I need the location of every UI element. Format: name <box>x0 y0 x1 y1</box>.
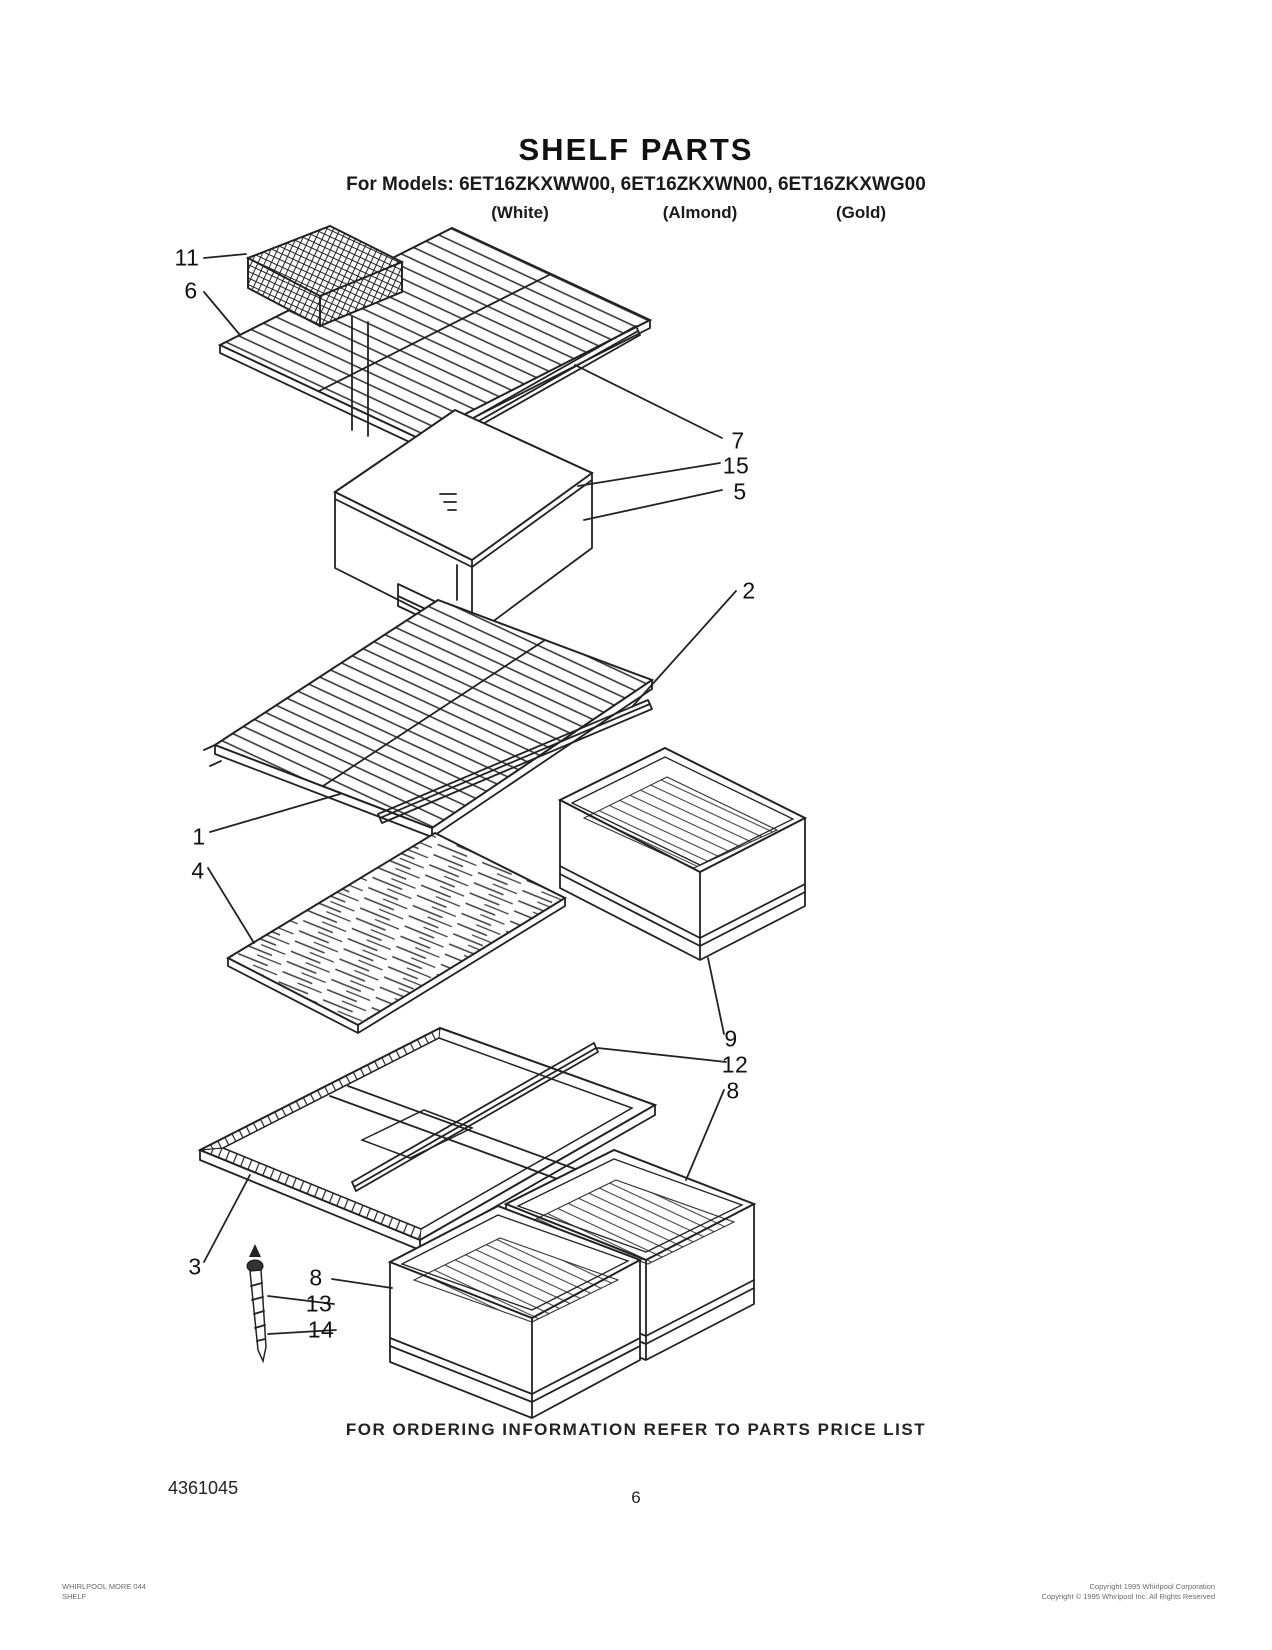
document-number: 4361045 <box>168 1478 239 1498</box>
callout-12: 12 <box>721 1051 749 1078</box>
ordering-note: FOR ORDERING INFORMATION REFER TO PARTS … <box>345 1420 927 1439</box>
callout-8: 8 <box>726 1077 740 1104</box>
part-frame-3 <box>197 1026 658 1251</box>
callout-4: 4 <box>191 857 205 884</box>
callout-1: 1 <box>192 823 206 850</box>
fine-print-left: WHIRLPOOL MORE 044 SHELF <box>62 1582 146 1602</box>
callout-14: 14 <box>307 1316 335 1343</box>
page-number: 6 <box>631 1488 641 1507</box>
part-tray-11 <box>245 225 405 328</box>
fine-print-left-line2: SHELF <box>62 1592 87 1601</box>
callout-8b: 8 <box>309 1264 323 1291</box>
part-rail-12 <box>351 1042 599 1192</box>
part-glass-shelf-5 <box>333 408 594 638</box>
leader-lines <box>203 253 737 1335</box>
color-label-gold: (Gold) <box>835 203 887 222</box>
fine-print-right-line2: Copyright © 1995 Whirlpool Inc. All Righ… <box>1041 1592 1215 1601</box>
part-wire-shelf-middle <box>203 598 655 838</box>
callout-2: 2 <box>742 577 756 604</box>
callout-15: 15 <box>722 452 750 479</box>
models-line: For Models: 6ET16ZKXWW00, 6ET16ZKXWN00, … <box>346 174 926 195</box>
part-pan-8-left <box>387 1204 643 1419</box>
callout-13: 13 <box>305 1290 333 1317</box>
callout-11: 11 <box>174 244 200 271</box>
callout-6: 6 <box>184 277 198 304</box>
part-screw-13-14 <box>246 1244 267 1364</box>
page-title: SHELF PARTS <box>518 132 754 167</box>
callout-5: 5 <box>733 478 747 505</box>
part-glass-shelf-4 <box>225 831 568 1034</box>
part-pan-9 <box>557 746 808 961</box>
fine-print-right-line1: Copyright 1995 Whirlpool Corporation <box>1089 1582 1215 1591</box>
part-rail-2 <box>377 699 653 824</box>
color-label-white: (White) <box>491 203 549 222</box>
callout-3: 3 <box>188 1253 202 1280</box>
callout-9: 9 <box>724 1025 738 1052</box>
fine-print-right: Copyright 1995 Whirlpool Corporation Cop… <box>1041 1582 1215 1602</box>
color-label-almond: (Almond) <box>662 203 738 222</box>
callout-7: 7 <box>731 427 745 454</box>
fine-print-left-line1: WHIRLPOOL MORE 044 <box>62 1582 146 1591</box>
